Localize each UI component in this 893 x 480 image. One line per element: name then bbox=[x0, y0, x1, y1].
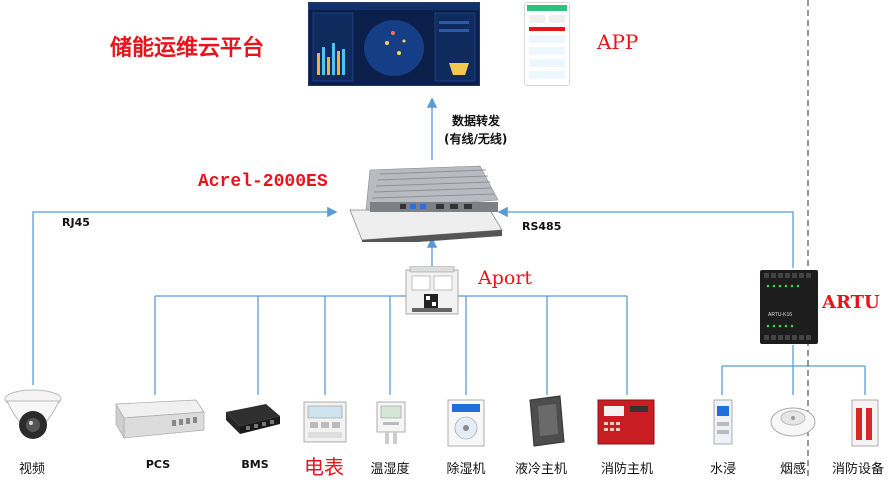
fire-host-image bbox=[596, 396, 656, 446]
pcs-image bbox=[112, 398, 206, 442]
rj45-label: RJ45 bbox=[62, 216, 90, 229]
dehumidifier-image bbox=[444, 398, 488, 448]
artu-name: ARTU bbox=[822, 292, 880, 313]
bms-label: BMS bbox=[241, 458, 269, 471]
cooler-label: 液冷主机 bbox=[514, 462, 567, 477]
fire-equipment-image bbox=[848, 398, 882, 448]
thermo-label: 温湿度 bbox=[370, 462, 410, 477]
artu-module-image: ARTU-K16 bbox=[758, 268, 820, 346]
bms-image bbox=[222, 400, 284, 438]
water-sensor-label: 水浸 bbox=[709, 462, 736, 477]
thermo-image bbox=[373, 398, 409, 446]
pcs-label: PCS bbox=[145, 458, 171, 471]
gateway-name: Acrel-2000ES bbox=[198, 172, 328, 192]
app-label: APP bbox=[597, 30, 639, 54]
artu-badge: ARTU-K16 bbox=[768, 312, 793, 318]
smoke-detector-image bbox=[766, 400, 820, 442]
aport-name: Aport bbox=[478, 267, 533, 289]
cooler-image bbox=[524, 394, 570, 448]
platform-title: 储能运维云平台 bbox=[110, 35, 265, 61]
meter-label: 电表 bbox=[304, 455, 344, 479]
camera-label: 视频 bbox=[18, 462, 45, 477]
fire-host-label: 消防主机 bbox=[600, 462, 653, 477]
gateway-device-image bbox=[340, 160, 505, 246]
dehumidifier-label: 除湿机 bbox=[446, 462, 486, 477]
dashboard-image bbox=[308, 2, 480, 86]
camera-image bbox=[2, 385, 64, 447]
water-sensor-image bbox=[708, 398, 738, 448]
rs485-label: RS485 bbox=[522, 220, 562, 233]
fire-equipment-label: 消防设备 bbox=[831, 462, 884, 477]
phone-app-image bbox=[524, 2, 570, 86]
forwarding-label: 数据转发 bbox=[452, 114, 501, 128]
forwarding-sublabel: (有线/无线) bbox=[444, 132, 508, 146]
smoke-detector-label: 烟感 bbox=[779, 462, 806, 477]
aport-module-image bbox=[404, 265, 460, 316]
meter-image bbox=[300, 398, 350, 446]
